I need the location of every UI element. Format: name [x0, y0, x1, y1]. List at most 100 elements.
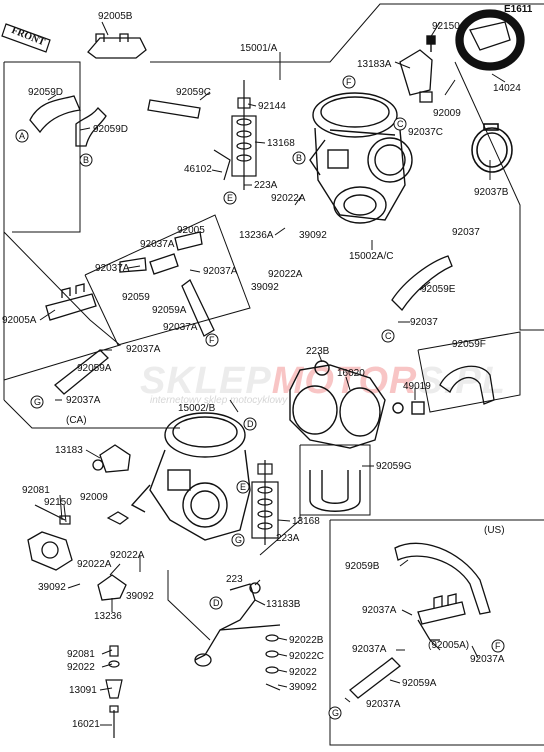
part-label: 92059D	[28, 87, 64, 98]
part-label: 39092	[289, 682, 317, 693]
part-label: 92005B	[98, 11, 133, 22]
part-label: (CA)	[66, 415, 87, 426]
part-label: 92037	[452, 227, 480, 238]
part-label: 92059C	[176, 87, 212, 98]
part-label: 223	[226, 574, 243, 585]
screw-92150a	[426, 35, 436, 52]
callout-letter: C	[397, 119, 404, 129]
callout-letter: D	[213, 598, 220, 608]
part-label: 13183	[55, 445, 83, 456]
part-label: 13183A	[357, 59, 392, 70]
callout-letter: A	[19, 131, 26, 141]
part-label: 92037A	[95, 263, 130, 274]
part-label: 92022A	[271, 193, 306, 204]
part-label: 92037A	[66, 395, 101, 406]
callout-e1	[223, 191, 237, 205]
part-label: 15002/B	[178, 403, 216, 414]
hose-92059a-us	[349, 657, 401, 699]
part-label: 92059A	[152, 305, 187, 316]
adjuster-screw-left	[34, 504, 130, 525]
sub-box-outline	[84, 214, 251, 346]
part-label: 39092	[38, 582, 66, 593]
part-label: 92081	[22, 485, 50, 496]
part-label: 92037A	[352, 644, 387, 655]
part-label: 92022C	[289, 651, 325, 662]
part-label: 92037B	[474, 187, 509, 198]
callout-letter: E	[240, 482, 247, 492]
part-label: 16020	[337, 368, 365, 379]
part-label: 92037C	[408, 127, 444, 138]
throttle-fitting-left	[27, 531, 73, 571]
carburetor-15002ac	[309, 92, 413, 224]
part-label: 46102	[184, 164, 212, 175]
bracket-13236	[97, 574, 127, 601]
part-label: 39092	[126, 591, 154, 602]
part-label: 39092	[299, 230, 327, 241]
us-box-outline	[329, 520, 544, 746]
air-cleaner-cover-14024	[455, 9, 525, 71]
hose-92059f	[439, 365, 495, 405]
part-label: (92005A)	[428, 640, 470, 651]
part-label: 92059B	[345, 561, 380, 572]
part-label: 223A	[276, 533, 300, 544]
part-label: 49019	[403, 381, 431, 392]
hose-92059b-us	[394, 542, 491, 615]
hose-92059c	[147, 99, 201, 119]
part-label: (US)	[484, 525, 505, 536]
part-label: 92037A	[470, 654, 505, 665]
hose-92059e	[391, 255, 453, 312]
main-boundary-line	[150, 3, 544, 63]
part-label: 92037A	[362, 605, 397, 616]
part-label: 92022	[67, 662, 95, 673]
callout-b1	[79, 153, 93, 167]
callout-letter: B	[83, 155, 90, 165]
bracket-line	[259, 455, 301, 556]
callout-b2	[292, 151, 306, 165]
part-label: 39092	[251, 282, 279, 293]
part-label: 223B	[306, 346, 330, 357]
part-label: 92005A	[2, 315, 37, 326]
part-label: 92059F	[452, 339, 486, 350]
callout-letter: F	[209, 335, 215, 345]
part-label: 92022	[289, 667, 317, 678]
part-label: 92022A	[77, 559, 112, 570]
pipe-92005a-left	[45, 283, 97, 321]
part-label: 16021	[72, 719, 100, 730]
watermark-tagline: internetowy sklep motocyklowy	[150, 395, 288, 406]
part-label: 92059A	[77, 363, 112, 374]
part-label: 92037A	[140, 239, 175, 250]
part-label: 13236	[94, 611, 122, 622]
tee-pipe-92005a-us	[417, 593, 466, 641]
callout-c1	[393, 117, 407, 131]
callout-c2	[381, 329, 395, 343]
callout-g1	[30, 395, 44, 409]
part-label: 92022B	[289, 635, 324, 646]
part-label: 13183B	[266, 599, 301, 610]
part-label: 14024	[493, 83, 521, 94]
callout-f3	[491, 639, 505, 653]
callout-letter: D	[247, 419, 254, 429]
callout-letter: E	[227, 193, 234, 203]
callout-letter: F	[346, 77, 352, 87]
part-label: 92081	[67, 649, 95, 660]
callout-f2	[205, 333, 219, 347]
callout-d1	[243, 417, 257, 431]
callout-g2	[231, 533, 245, 547]
part-label: 92009	[80, 492, 108, 503]
part-label: 92037	[410, 317, 438, 328]
callout-letter: C	[385, 331, 392, 341]
part-label: 92059G	[376, 461, 412, 472]
part-label: 13168	[267, 138, 295, 149]
part-label: 92150	[44, 497, 72, 508]
hose-92059g	[309, 470, 361, 512]
callout-letter: G	[34, 397, 42, 407]
part-label: 223A	[254, 180, 278, 191]
bracket-13183a	[399, 49, 433, 103]
needle-stack-upper	[213, 80, 257, 190]
callout-letter: G	[332, 708, 340, 718]
callout-g3	[328, 706, 342, 720]
part-label: 13236A	[239, 230, 274, 241]
part-label: 92009	[433, 108, 461, 119]
bracket-13183	[92, 444, 131, 473]
